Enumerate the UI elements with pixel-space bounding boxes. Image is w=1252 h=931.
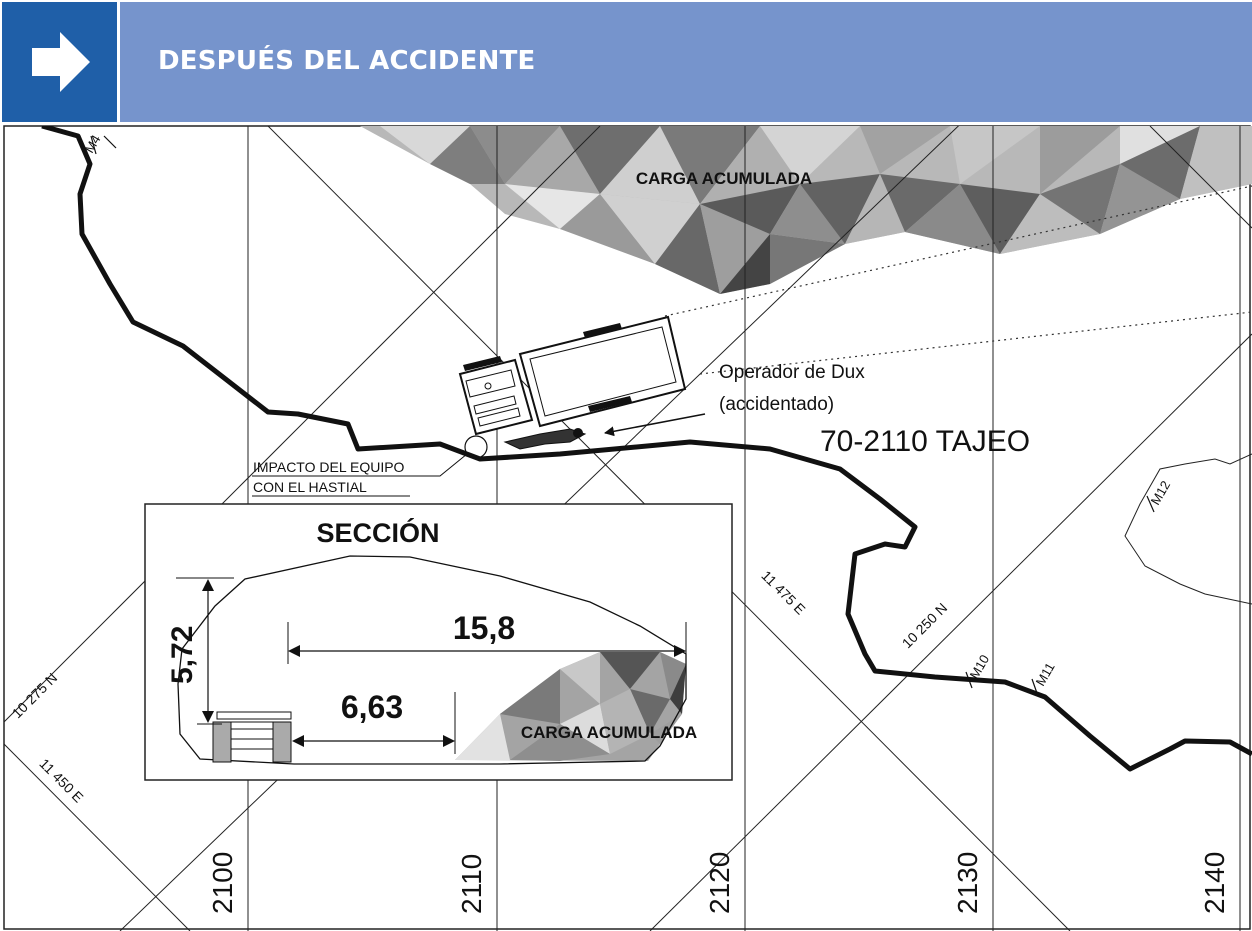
equipment-scooptram [458,315,687,450]
impact-label-1: IMPACTO DEL EQUIPO [253,459,405,475]
top-pile-label: CARGA ACUMULADA [636,169,812,188]
page-title: DESPUÉS DEL ACCIDENTE [158,46,536,76]
operator-label-2: (accidentado) [719,394,834,415]
diag-label-11475e: 11 475 E [758,567,808,617]
section-height-dim: 5,72 [166,626,199,684]
grid-label-2120: 2120 [704,852,735,914]
diag-label-10275n: 10 275 N [9,670,60,721]
impact-circle [464,435,488,459]
title-bar: DESPUÉS DEL ACCIDENTE [120,2,1252,122]
section-inset [144,503,733,781]
survey-markers [90,135,1155,697]
diag-label-11450e: 11 450 E [36,755,86,805]
operator-label-1: Operador de Dux [719,362,865,383]
section-load-pile [455,652,686,761]
marker-m11: M11 [1033,660,1058,689]
top-load-pile [360,126,1252,294]
mine-plan-drawing: CARGA ACUMULADA Operador de Dux (acciden… [0,124,1252,931]
sight-lines [664,185,1252,375]
operator-arrow [604,413,706,437]
plan-svg: CARGA ACUMULADA Operador de Dux (acciden… [3,125,1252,931]
arrow-icon-box [2,2,117,122]
impact-leader [252,453,468,477]
section-width-dim: 15,8 [453,610,515,646]
stope-outline-right [1124,453,1252,605]
header-banner: DESPUÉS DEL ACCIDENTE [0,0,1252,124]
gallery-wall [41,126,1252,772]
section-title: SECCIÓN [316,517,439,548]
marker-m12: M12 [1148,478,1174,507]
grid-label-2110: 2110 [456,854,487,914]
arrow-right-icon [32,32,90,92]
impact-label-2: CON EL HASTIAL [253,479,367,495]
grid-label-2140: 2140 [1199,852,1230,914]
grid-label-2100: 2100 [207,852,238,914]
section-gap-dim: 6,63 [341,689,403,725]
grid-label-2130: 2130 [952,852,983,914]
grid-diagonals [4,126,1252,931]
section-pile-label: CARGA ACUMULADA [521,723,697,742]
marker-m10: M10 [967,652,993,681]
diag-label-10250n: 10 250 N [899,600,950,651]
stope-label: 70-2110 TAJEO [820,425,1030,458]
